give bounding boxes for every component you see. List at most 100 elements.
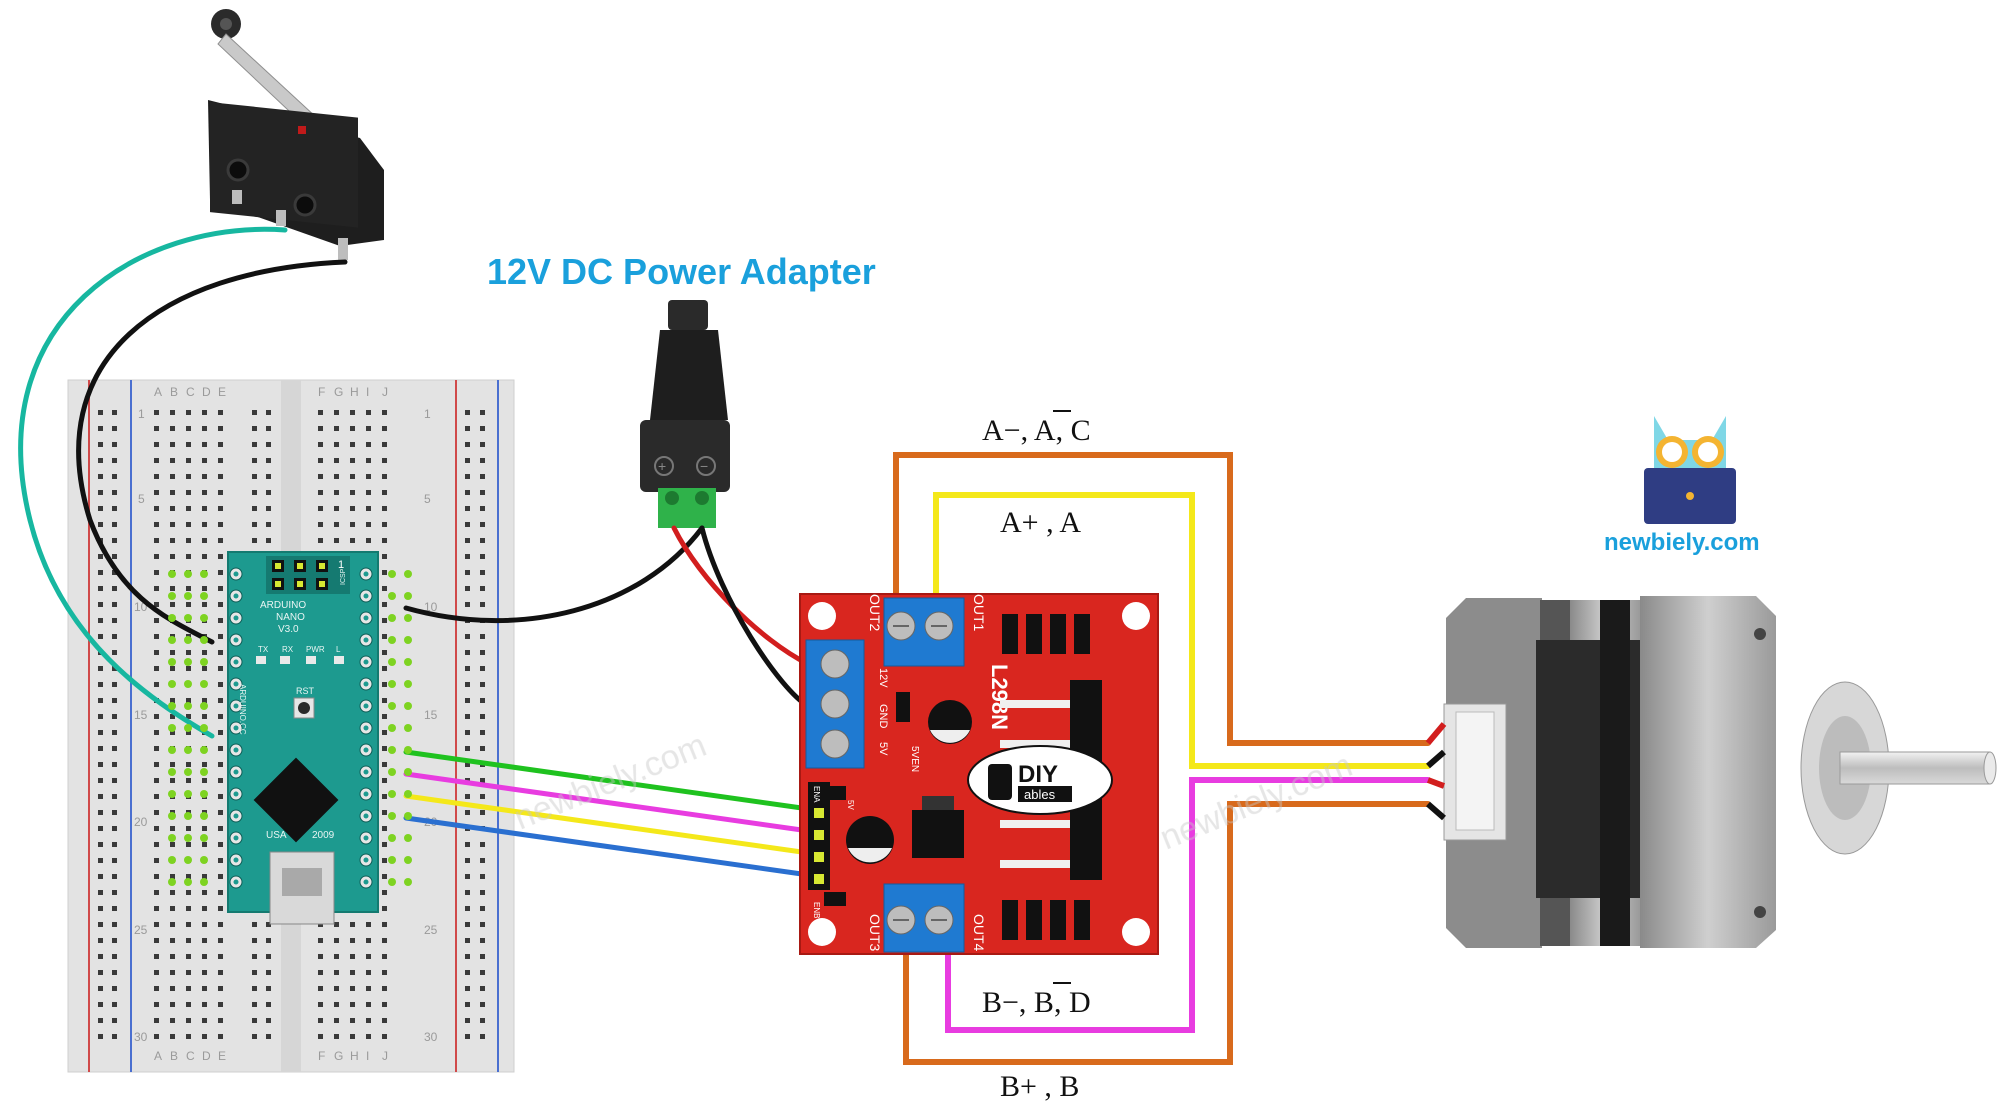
connected-hole [200, 636, 208, 644]
connected-hole [168, 724, 176, 732]
nano-pin-hole [363, 681, 369, 687]
breadboard-hole [382, 490, 387, 495]
breadboard-hole [252, 442, 257, 447]
breadboard-hole [318, 954, 323, 959]
breadboard-hole [266, 506, 271, 511]
breadboard-hole [252, 1002, 257, 1007]
breadboard-hole [112, 538, 117, 543]
row-label: 20 [134, 815, 148, 829]
nano-pin-headers [168, 567, 412, 889]
breadboard-hole [98, 442, 103, 447]
breadboard-hole [186, 410, 191, 415]
breadboard-hole [252, 410, 257, 415]
breadboard-hole [480, 586, 485, 591]
breadboard-hole [334, 410, 339, 415]
breadboard-hole [218, 442, 223, 447]
breadboard-hole [112, 874, 117, 879]
breadboard-hole [218, 762, 223, 767]
connected-hole [168, 636, 176, 644]
breadboard-hole [382, 618, 387, 623]
breadboard-hole [465, 570, 470, 575]
label-a-plus: A+ , A [1000, 506, 1081, 539]
breadboard-hole [382, 810, 387, 815]
breadboard-hole [218, 970, 223, 975]
logo-sub-text: ables [1024, 787, 1056, 802]
breadboard-hole [112, 730, 117, 735]
black-wire-gnd [403, 525, 705, 624]
breadboard-hole [252, 506, 257, 511]
breadboard-hole [334, 426, 339, 431]
out2-label: OUT2 [867, 594, 883, 632]
breadboard-hole [465, 1018, 470, 1023]
breadboard-hole [465, 474, 470, 479]
row-label: 15 [134, 708, 148, 722]
breadboard-hole [202, 970, 207, 975]
breadboard-hole [202, 586, 207, 591]
breadboard-hole [112, 858, 117, 863]
breadboard-hole [266, 1002, 271, 1007]
col-label: B [170, 1049, 178, 1063]
breadboard-hole [218, 938, 223, 943]
breadboard-hole [98, 922, 103, 927]
breadboard-hole [382, 954, 387, 959]
breadboard-hole [480, 746, 485, 751]
breadboard-hole [154, 602, 159, 607]
breadboard-hole [186, 698, 191, 703]
breadboard-hole [252, 474, 257, 479]
breadboard-hole [266, 490, 271, 495]
breadboard-hole [154, 794, 159, 799]
connected-hole [388, 768, 396, 776]
breadboard-hole [218, 458, 223, 463]
breadboard-hole [154, 730, 159, 735]
connected-hole [388, 790, 396, 798]
breadboard-hole [170, 602, 175, 607]
orange-wire-b-plus [903, 801, 1431, 1065]
breadboard-hole [112, 890, 117, 895]
breadboard-hole [170, 938, 175, 943]
page-title: 12V DC Power Adapter [487, 251, 876, 292]
breadboard-hole [366, 426, 371, 431]
breadboard-hole [112, 586, 117, 591]
breadboard-hole [266, 938, 271, 943]
breadboard-hole [218, 1034, 223, 1039]
breadboard-hole [218, 842, 223, 847]
nano-rst-label: RST [296, 686, 315, 696]
breadboard-hole [98, 682, 103, 687]
connected-hole [404, 680, 412, 688]
breadboard-hole [202, 1018, 207, 1023]
breadboard-hole [218, 506, 223, 511]
breadboard-hole [112, 970, 117, 975]
breadboard-hole [202, 650, 207, 655]
breadboard-hole [112, 842, 117, 847]
breadboard-hole [202, 458, 207, 463]
breadboard-hole [218, 666, 223, 671]
connected-hole [168, 834, 176, 842]
breadboard-hole [112, 1034, 117, 1039]
breadboard-hole [98, 714, 103, 719]
breadboard-hole [350, 490, 355, 495]
breadboard-hole [480, 970, 485, 975]
breadboard-hole [154, 410, 159, 415]
breadboard-hole [318, 938, 323, 943]
breadboard-hole [266, 522, 271, 527]
jack-plus-label: + [658, 458, 666, 474]
breadboard-hole [382, 730, 387, 735]
breadboard-hole [465, 1002, 470, 1007]
breadboard-hole [480, 506, 485, 511]
connected-hole [184, 680, 192, 688]
connected-hole [168, 790, 176, 798]
teal-wire [18, 226, 288, 739]
breadboard-hole [218, 522, 223, 527]
breadboard-hole [480, 730, 485, 735]
breadboard-hole [382, 602, 387, 607]
row-label: 15 [424, 708, 438, 722]
breadboard-hole [218, 426, 223, 431]
breadboard-hole [480, 1002, 485, 1007]
breadboard-hole [382, 778, 387, 783]
breadboard-hole [382, 666, 387, 671]
label-b-minus: B−, B, D [982, 986, 1091, 1019]
nano-model-label: NANO [276, 612, 305, 623]
breadboard-hole [170, 538, 175, 543]
breadboard-hole [98, 666, 103, 671]
breadboard-hole [350, 410, 355, 415]
